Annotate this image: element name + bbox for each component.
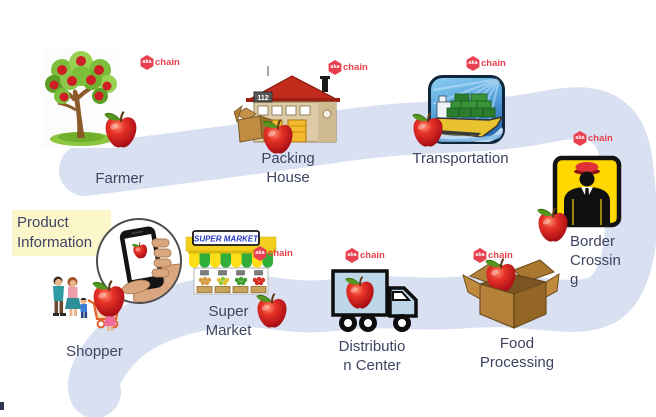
apple-tree-icon [45,51,117,146]
akachain-logo: aka chain [473,248,513,263]
farmer-label: Farmer [95,170,144,187]
delivery-truck-icon [331,269,418,332]
aka-hexagon-icon: aka [328,60,342,75]
house-number-sign: 112 [257,95,268,102]
aka-hexagon-icon: aka [140,55,154,70]
aka-hexagon-icon: aka [466,56,480,71]
food-processing-label: Food Processing [479,335,555,371]
akachain-logo: aka chain [345,248,385,263]
apple-icon [536,207,570,243]
packing-house-label: Packing House [261,150,315,186]
aka-hexagon-icon: aka [473,248,487,263]
akachain-logo: aka chain [253,246,293,261]
storefront-icon: SUPER MARKET [185,230,277,295]
akachain-logo: aka chain [140,55,180,70]
supermarket-sign: SUPER MARKET [194,235,259,244]
akachain-logo: aka chain [328,60,368,75]
customs-officer-sign-icon [552,155,622,228]
akachain-logo: aka chain [573,131,613,146]
produce-bins [196,270,267,293]
aka-hexagon-icon: aka [253,246,267,261]
apple-icon [91,280,127,318]
aka-hexagon-icon: aka [573,131,587,146]
product-information-callout: Product Information [12,210,111,256]
border-crossing-label: Border Crossin g [570,233,621,288]
open-carton-box-icon [462,258,560,329]
farmer-card [42,48,120,148]
apple-icon [103,111,139,149]
transportation-label: Transportation [412,150,509,167]
apple-icon [411,112,445,148]
hand-holding-phone-icon [119,226,180,302]
distribution-center-label: Distributio n Center [338,338,406,374]
akachain-logo: aka chain [466,56,506,71]
cargo-ship-icon [428,75,505,144]
super-market-label: Super Market [205,303,252,339]
aka-hexagon-icon: aka [345,248,359,263]
shopper-label: Shopper [66,343,123,360]
corner-mark [0,402,4,410]
